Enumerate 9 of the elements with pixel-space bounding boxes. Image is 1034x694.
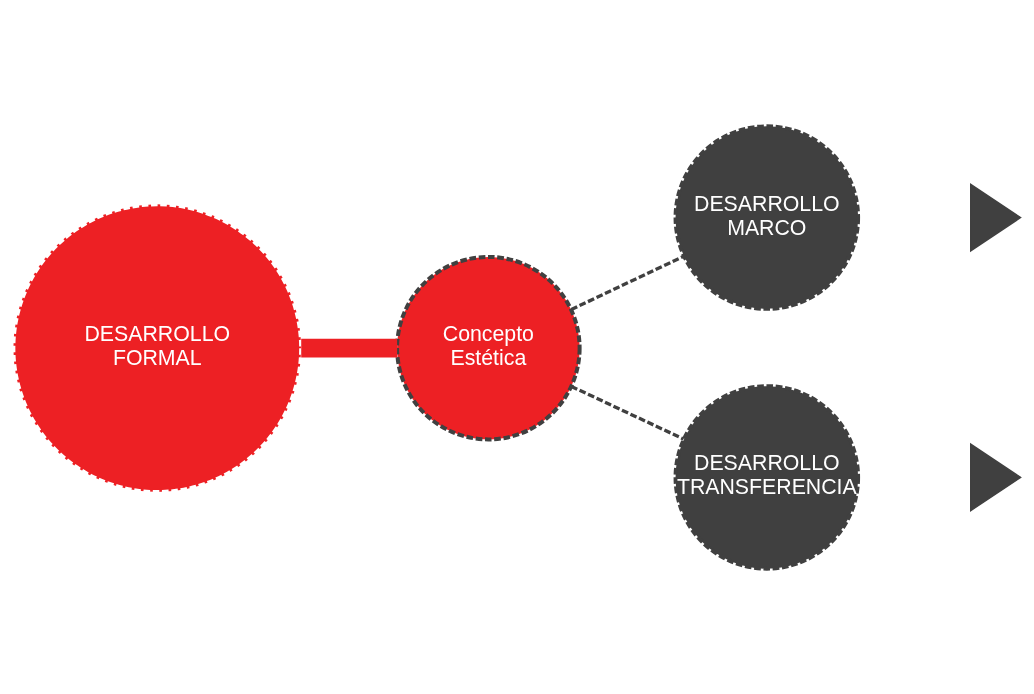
node-circle: DESARROLLO FORMAL [11,201,304,494]
node-circle: DESARROLLO MARCO [673,123,861,311]
connector [570,254,685,311]
node-circle: DESARROLLO TRANSFERENCIA [673,383,861,571]
node-triangle [970,182,1022,252]
connector [570,384,685,441]
node-circle: Concepto Estética [395,254,582,441]
connector [301,338,398,357]
node-triangle [970,442,1022,512]
